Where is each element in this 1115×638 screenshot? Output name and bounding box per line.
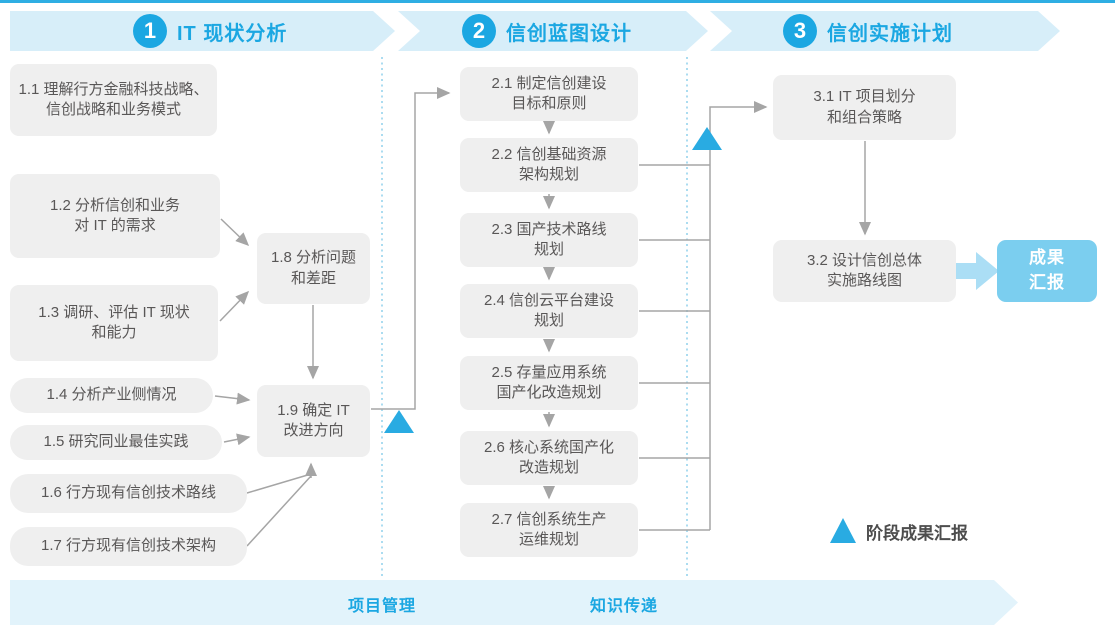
phase2-header: 2 信创蓝图设计 <box>462 14 632 48</box>
step-box-2-4: 2.4 信创云平台建设 规划 <box>460 284 638 338</box>
phase1-number-badge: 1 <box>133 14 167 48</box>
phase1-title: IT 现状分析 <box>177 22 288 45</box>
step-box-1-4: 1.4 分析产业侧情况 <box>10 378 213 413</box>
step-box-2-1: 2.1 制定信创建设 目标和原则 <box>460 67 638 121</box>
phase3-banner <box>710 11 1060 51</box>
phase2-title: 信创蓝图设计 <box>506 22 632 45</box>
phase2-banner <box>398 11 708 51</box>
step-box-3-2: 3.2 设计信创总体 实施路线图 <box>773 240 956 302</box>
bottom-lane-bar <box>10 580 1018 625</box>
top-accent-line <box>0 0 1115 3</box>
phase3-number-badge: 3 <box>783 14 817 48</box>
lane-label-project-management: 项目管理 <box>348 598 417 615</box>
phase1-header: 1 IT 现状分析 <box>133 14 287 48</box>
phase2-number-badge: 2 <box>462 14 496 48</box>
phase1-banner <box>10 11 395 51</box>
step-box-1-2: 1.2 分析信创和业务 对 IT 的需求 <box>10 174 220 258</box>
step-box-2-6: 2.6 核心系统国产化 改造规划 <box>460 431 638 485</box>
step-box-1-3: 1.3 调研、评估 IT 现状 和能力 <box>10 285 218 361</box>
legend-milestone-label: 阶段成果汇报 <box>866 524 968 543</box>
phase3-title: 信创实施计划 <box>827 22 953 45</box>
step-box-2-5: 2.5 存量应用系统 国产化改造规划 <box>460 356 638 410</box>
result-report-box: 成果 汇报 <box>997 240 1097 302</box>
step-box-1-5: 1.5 研究同业最佳实践 <box>10 425 222 460</box>
milestone-triangle-icon <box>384 410 414 433</box>
step-box-2-2: 2.2 信创基础资源 架构规划 <box>460 138 638 192</box>
step-box-1-6: 1.6 行方现有信创技术路线 <box>10 474 247 513</box>
step-box-1-8: 1.8 分析问题 和差距 <box>257 233 370 304</box>
phase3-header: 3 信创实施计划 <box>783 14 953 48</box>
step-box-1-1: 1.1 理解行方金融科技战略、 信创战略和业务模式 <box>10 64 217 136</box>
step-box-2-7: 2.7 信创系统生产 运维规划 <box>460 503 638 557</box>
lane-label-knowledge-transfer: 知识传递 <box>590 598 659 615</box>
step-box-1-9: 1.9 确定 IT 改进方向 <box>257 385 370 457</box>
milestone-triangle-icon <box>692 127 722 150</box>
result-arrow-icon <box>953 252 999 290</box>
legend-milestone-triangle-icon <box>830 518 856 543</box>
step-box-3-1: 3.1 IT 项目划分 和组合策略 <box>773 75 956 140</box>
step-box-2-3: 2.3 国产技术路线 规划 <box>460 213 638 267</box>
step-box-1-7: 1.7 行方现有信创技术架构 <box>10 527 247 566</box>
